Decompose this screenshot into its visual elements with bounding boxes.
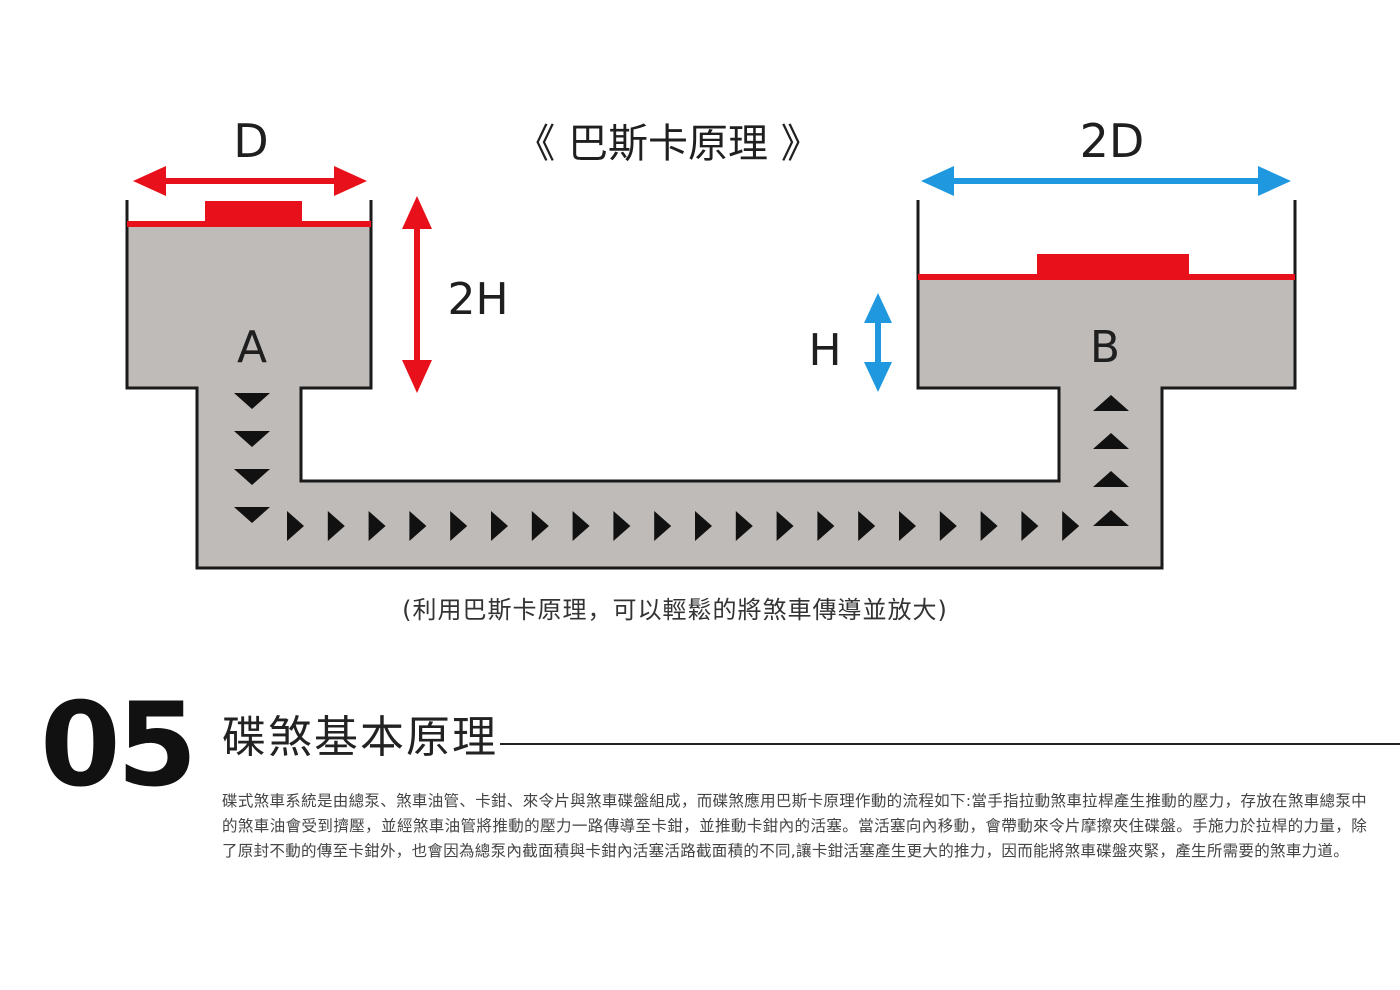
height-arrow-h bbox=[864, 293, 892, 392]
vessel-outline bbox=[125, 200, 1297, 570]
label-a: A bbox=[237, 322, 267, 373]
flow-arrow-right-icon bbox=[368, 511, 386, 541]
flow-arrow-right-icon bbox=[327, 511, 345, 541]
section-body: 碟式煞車系統是由總泵、煞車油管、卡鉗、來令片與煞車碟盤組成，而碟煞應用巴斯卡原理… bbox=[222, 792, 1367, 860]
section-number: 05 bbox=[40, 678, 197, 813]
flow-arrow-up-icon bbox=[1093, 433, 1129, 449]
flow-arrow-right-icon bbox=[776, 511, 794, 541]
flow-arrow-up-icon bbox=[1093, 510, 1129, 526]
flow-arrow-right-icon bbox=[1021, 511, 1039, 541]
flow-arrow-right-icon bbox=[1062, 511, 1080, 541]
flow-arrow-down-icon bbox=[234, 507, 270, 523]
flow-arrow-up-icon bbox=[1093, 471, 1129, 487]
flow-arrow-right-icon bbox=[450, 511, 468, 541]
width-arrow-d bbox=[133, 166, 367, 196]
label-2d: 2D bbox=[1080, 114, 1145, 168]
flow-arrow-up-icon bbox=[1093, 395, 1129, 411]
flow-arrow-right-icon bbox=[817, 511, 835, 541]
label-2h: 2H bbox=[447, 274, 508, 325]
fluid-vessel bbox=[127, 227, 1295, 568]
piston-a bbox=[127, 201, 371, 227]
width-arrow-2d bbox=[921, 166, 1291, 196]
section-divider bbox=[500, 743, 1400, 745]
flow-arrow-right-icon bbox=[613, 511, 631, 541]
flow-arrow-right-icon bbox=[980, 511, 998, 541]
flow-arrow-down-icon bbox=[234, 393, 270, 409]
height-arrow-2h bbox=[402, 196, 432, 393]
flow-arrow-right-icon bbox=[491, 511, 508, 541]
flow-arrow-right-icon bbox=[531, 511, 549, 541]
label-h: H bbox=[808, 325, 841, 376]
flow-arrow-right-icon bbox=[858, 511, 876, 541]
flow-arrows-up bbox=[1093, 395, 1129, 526]
flow-arrow-right-icon bbox=[409, 511, 427, 541]
flow-arrow-right-icon bbox=[695, 511, 712, 541]
diagram-title: 《 巴斯卡原理 》 bbox=[515, 121, 820, 167]
flow-arrow-right-icon bbox=[899, 511, 916, 541]
flow-arrow-right-icon bbox=[735, 511, 753, 541]
flow-arrow-right-icon bbox=[287, 511, 304, 541]
diagram-caption: (利用巴斯卡原理，可以輕鬆的將煞車傳導並放大) bbox=[402, 596, 948, 624]
flow-arrow-right-icon bbox=[654, 511, 672, 541]
flow-arrow-down-icon bbox=[234, 469, 270, 485]
section-title: 碟煞基本原理 bbox=[222, 712, 498, 763]
label-d: D bbox=[233, 114, 268, 168]
piston-b bbox=[918, 254, 1295, 280]
flow-arrows-down bbox=[234, 393, 270, 523]
pascal-principle-diagram: D 2D 《 巴斯卡原理 》 2H H A B bbox=[125, 114, 1297, 570]
flow-arrow-right-icon bbox=[572, 511, 590, 541]
flow-arrow-right-icon bbox=[939, 511, 957, 541]
label-b: B bbox=[1090, 322, 1120, 373]
flow-arrows-right bbox=[287, 511, 1080, 541]
flow-arrow-down-icon bbox=[234, 431, 270, 447]
